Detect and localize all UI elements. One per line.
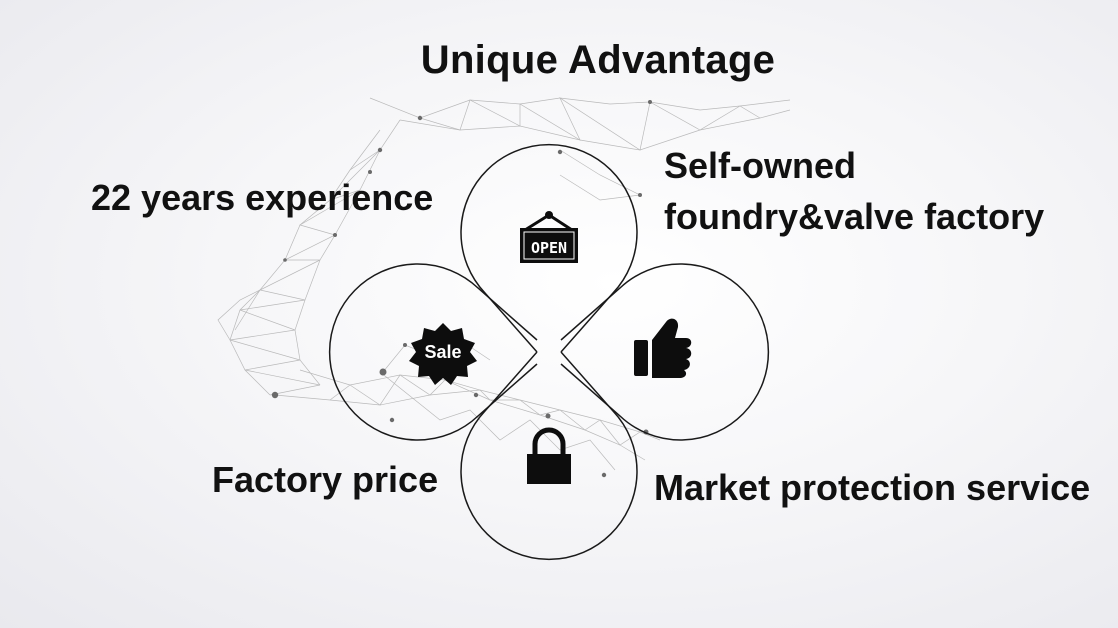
sale-badge-text: Sale bbox=[424, 342, 461, 362]
petal-left bbox=[328, 263, 538, 441]
sale-badge-icon: Sale bbox=[409, 323, 477, 385]
advantage-factory-line2: foundry&valve factory bbox=[664, 196, 1045, 237]
thumbs-up-icon bbox=[634, 318, 692, 378]
advantage-experience-label: 22 years experience bbox=[91, 177, 434, 218]
petal-right bbox=[560, 263, 770, 441]
petal-bottom bbox=[460, 351, 638, 561]
advantage-protection-label: Market protection service bbox=[654, 467, 1091, 508]
advantage-factory-label: Self-owned foundry&valve factory bbox=[664, 140, 1044, 242]
open-sign-icon: OPEN bbox=[520, 211, 578, 263]
padlock-icon bbox=[527, 427, 571, 484]
page-title: Unique Advantage bbox=[420, 38, 776, 82]
advantage-price-label: Factory price bbox=[212, 459, 439, 500]
petal-top bbox=[460, 143, 638, 353]
open-sign-text: OPEN bbox=[531, 239, 567, 257]
advantage-factory-line1: Self-owned bbox=[664, 145, 857, 186]
